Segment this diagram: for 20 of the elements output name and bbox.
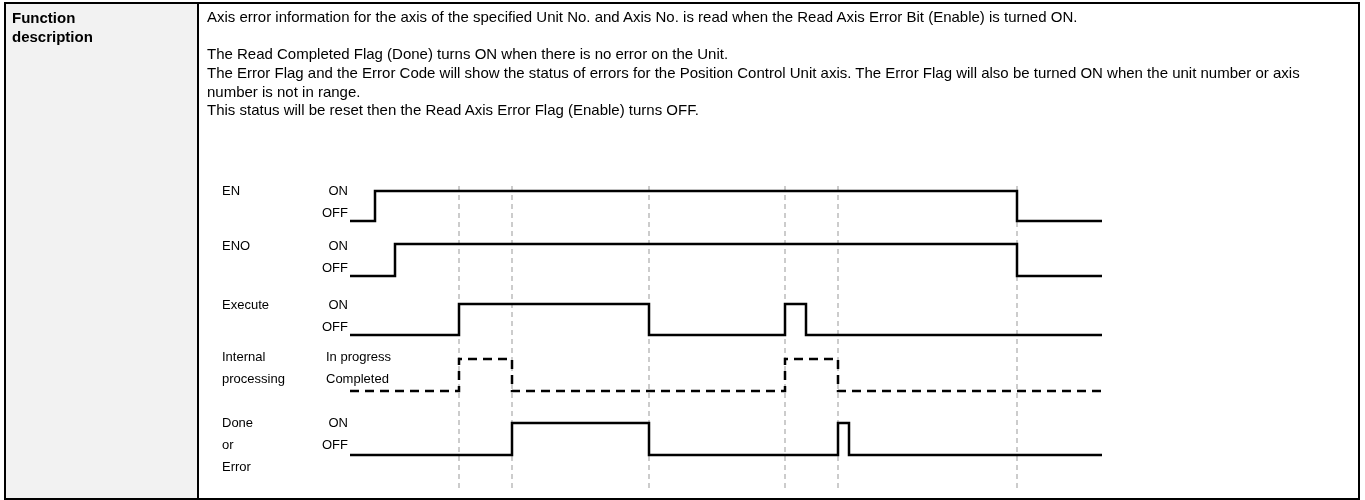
signal-name: Internal processing [222, 348, 286, 388]
state-label: OFF [321, 204, 348, 222]
state-label: ON [327, 237, 348, 255]
state-label: ON [327, 296, 348, 314]
description-paragraph: Axis error information for the axis of the specified Unit No. and Axis No. is read when the Read Axis Error Bit (Enable) is turned ON. [207, 8, 1079, 27]
description-paragraph: This status will be reset then the Read Axis Error Flag (Enable) turns OFF. [207, 101, 700, 120]
state-label: OFF [321, 318, 348, 336]
signal-name: Done or Error [222, 414, 255, 476]
signal-name: ENO [222, 237, 252, 255]
signal-name: Execute [222, 296, 270, 314]
row-header: Function description [12, 8, 94, 46]
description-paragraph: The Error Flag and the Error Code will show the status of errors for the Position Control Unit axis. The Error Flag will also be turned ON when the unit number or axis number is not in range. [207, 64, 1301, 101]
signal-name: EN [222, 182, 242, 200]
state-label: OFF [321, 436, 348, 454]
state-label: OFF [321, 259, 348, 277]
state-label: ON [327, 182, 348, 200]
state-label: ON [327, 414, 348, 432]
state-label: Completed [326, 370, 390, 388]
state-label: In progress [326, 348, 393, 366]
description-paragraph: The Read Completed Flag (Done) turns ON when there is no error on the Unit. [207, 45, 730, 64]
